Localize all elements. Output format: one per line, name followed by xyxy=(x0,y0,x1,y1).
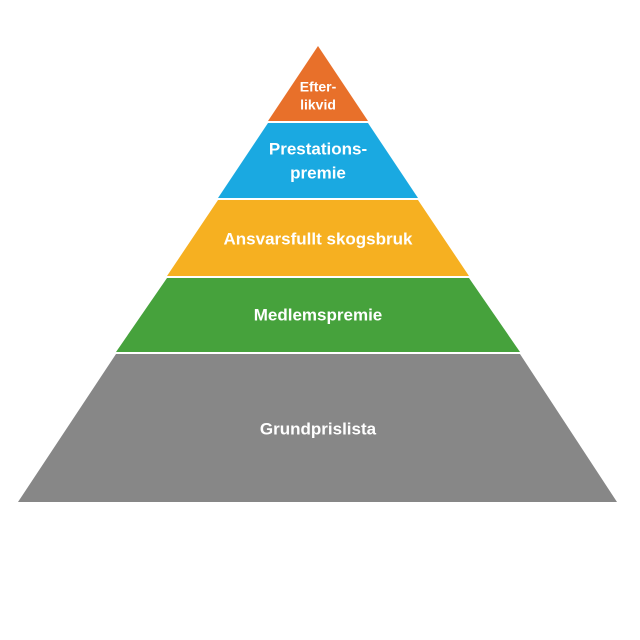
layer-efterlikvid-label-line2: likvid xyxy=(300,97,336,113)
layer-grundprislista-label: Grundprislista xyxy=(260,419,377,438)
layer-ansvarsfullt-skogsbruk: Ansvarsfullt skogsbruk xyxy=(167,200,469,276)
layer-grundprislista-shape xyxy=(18,354,617,502)
layer-medlemspremie-shape xyxy=(116,278,520,352)
layer-prestationspremie-shape xyxy=(218,123,418,198)
layer-efterlikvid-label-line1: Efter- xyxy=(300,79,337,95)
layer-prestationspremie-label-line1: Prestations- xyxy=(269,139,367,158)
layer-medlemspremie-label: Medlemspremie xyxy=(254,305,383,324)
layer-efterlikvid-shape xyxy=(268,46,368,121)
layer-ansvarsfullt-skogsbruk-label: Ansvarsfullt skogsbruk xyxy=(224,229,413,248)
layer-prestationspremie-label-line2: premie xyxy=(290,163,346,182)
layer-grundprislista: Grundprislista xyxy=(18,354,617,502)
layer-prestationspremie: Prestations- premie xyxy=(218,123,418,198)
layer-ansvarsfullt-skogsbruk-shape xyxy=(167,200,469,276)
layer-efterlikvid: Efter- likvid xyxy=(268,46,368,121)
layer-medlemspremie: Medlemspremie xyxy=(116,278,520,352)
